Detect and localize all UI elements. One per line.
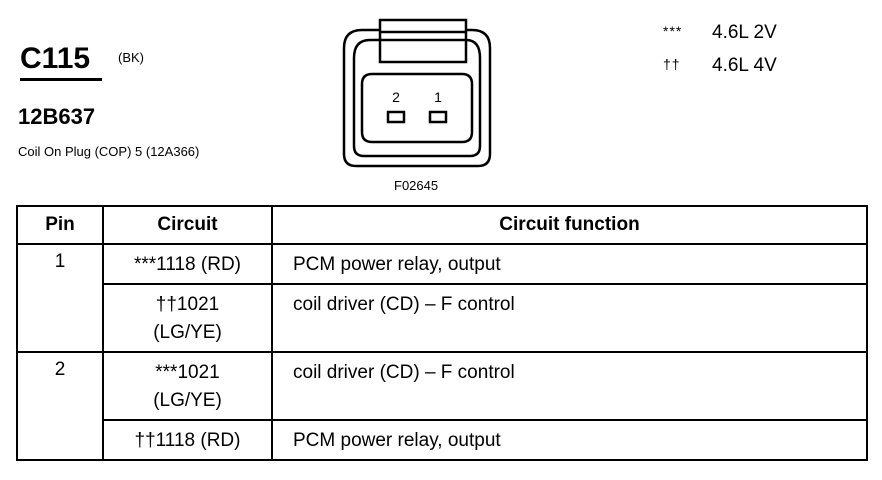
connector-cavity-outline (360, 72, 474, 144)
table-row: 1 ***1118 (RD) PCM power relay, output (16, 243, 868, 353)
function-cell: coil driver (CD) – F control (271, 283, 868, 353)
circuit-line: ***1118 (RD) (133, 254, 241, 275)
pin-cell: 2 (16, 351, 104, 461)
circuit-line: (LG/YE) (153, 322, 222, 343)
pin-label-2: 2 (392, 89, 400, 105)
circuit-cell: ††1021 (LG/YE) (102, 283, 273, 353)
legend-value-2: 4.6L 4V (712, 55, 777, 76)
connector-id: C115 (20, 42, 91, 75)
part-number: 12B637 (18, 104, 96, 129)
pin-2-socket (386, 110, 406, 124)
circuit-line: ††1118 (RD) (134, 430, 241, 451)
table-row: ††1021 (LG/YE) coil driver (CD) – F cont… (17, 283, 868, 353)
function-cell: PCM power relay, output (271, 419, 868, 461)
connector-outer-shell (342, 18, 492, 168)
pin-table: Pin Circuit Circuit function 1 ***1118 (… (16, 205, 868, 461)
circuit-line: (LG/YE) (153, 390, 222, 411)
legend-value-1: 4.6L 2V (712, 22, 777, 43)
table-row: 2 ***1021 (LG/YE) coil driver (CD) – F c… (16, 351, 868, 461)
circuit-cell: ***1118 (RD) (102, 243, 273, 285)
connector-color-code: (BK) (118, 50, 144, 65)
pin-label-1: 1 (434, 89, 442, 105)
legend-symbol-1: *** (663, 23, 683, 39)
header-function: Circuit function (271, 205, 868, 245)
circuit-cell: ***1021 (LG/YE) (102, 351, 273, 421)
function-cell: coil driver (CD) – F control (271, 351, 868, 421)
legend-symbol-2: †† (663, 56, 681, 72)
figure-id: F02645 (394, 178, 439, 193)
table-header-row: Pin Circuit Circuit function (16, 205, 868, 245)
circuit-cell: ††1118 (RD) (102, 419, 273, 461)
connector-latch (378, 30, 468, 64)
circuit-line: ††1021 (155, 294, 220, 315)
connector-face-diagram: 2 1 (342, 18, 492, 168)
connector-description: Coil On Plug (COP) 5 (12A366) (18, 144, 200, 159)
circuit-line: ***1021 (155, 362, 220, 383)
connector-id-underline (20, 78, 102, 81)
function-cell: PCM power relay, output (271, 243, 868, 285)
pin-1-socket (428, 110, 448, 124)
table-row: ††1118 (RD) PCM power relay, output (17, 419, 868, 461)
connector-inner-shell (352, 38, 482, 158)
header-pin: Pin (16, 205, 104, 245)
pin-cell: 1 (16, 243, 104, 353)
header-circuit: Circuit (102, 205, 273, 245)
